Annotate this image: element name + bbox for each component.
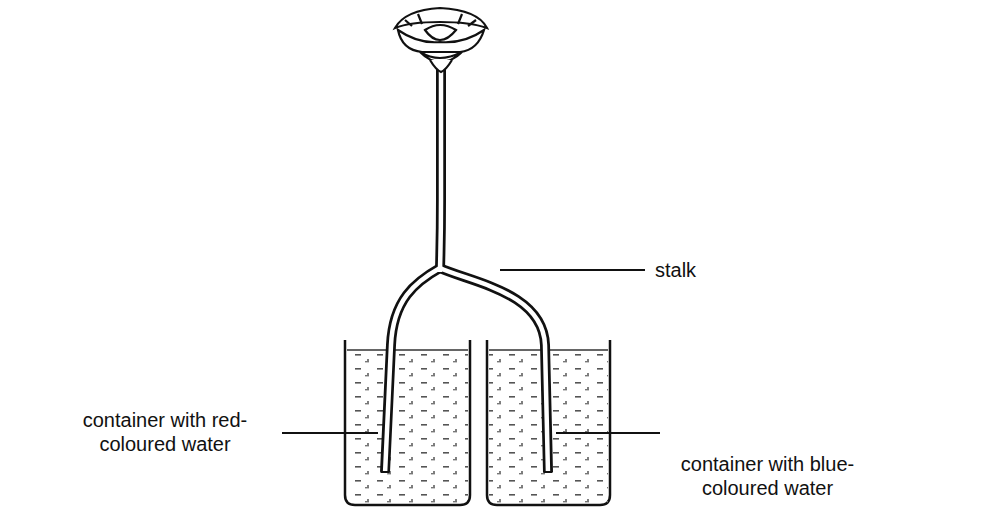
- part-label: container with red-coloured water: [60, 408, 270, 456]
- part-label: container with blue-coloured water: [660, 452, 875, 500]
- part-label: stalk: [655, 258, 696, 282]
- container: [345, 340, 470, 505]
- leader-line: [282, 270, 660, 433]
- flower: [395, 8, 487, 72]
